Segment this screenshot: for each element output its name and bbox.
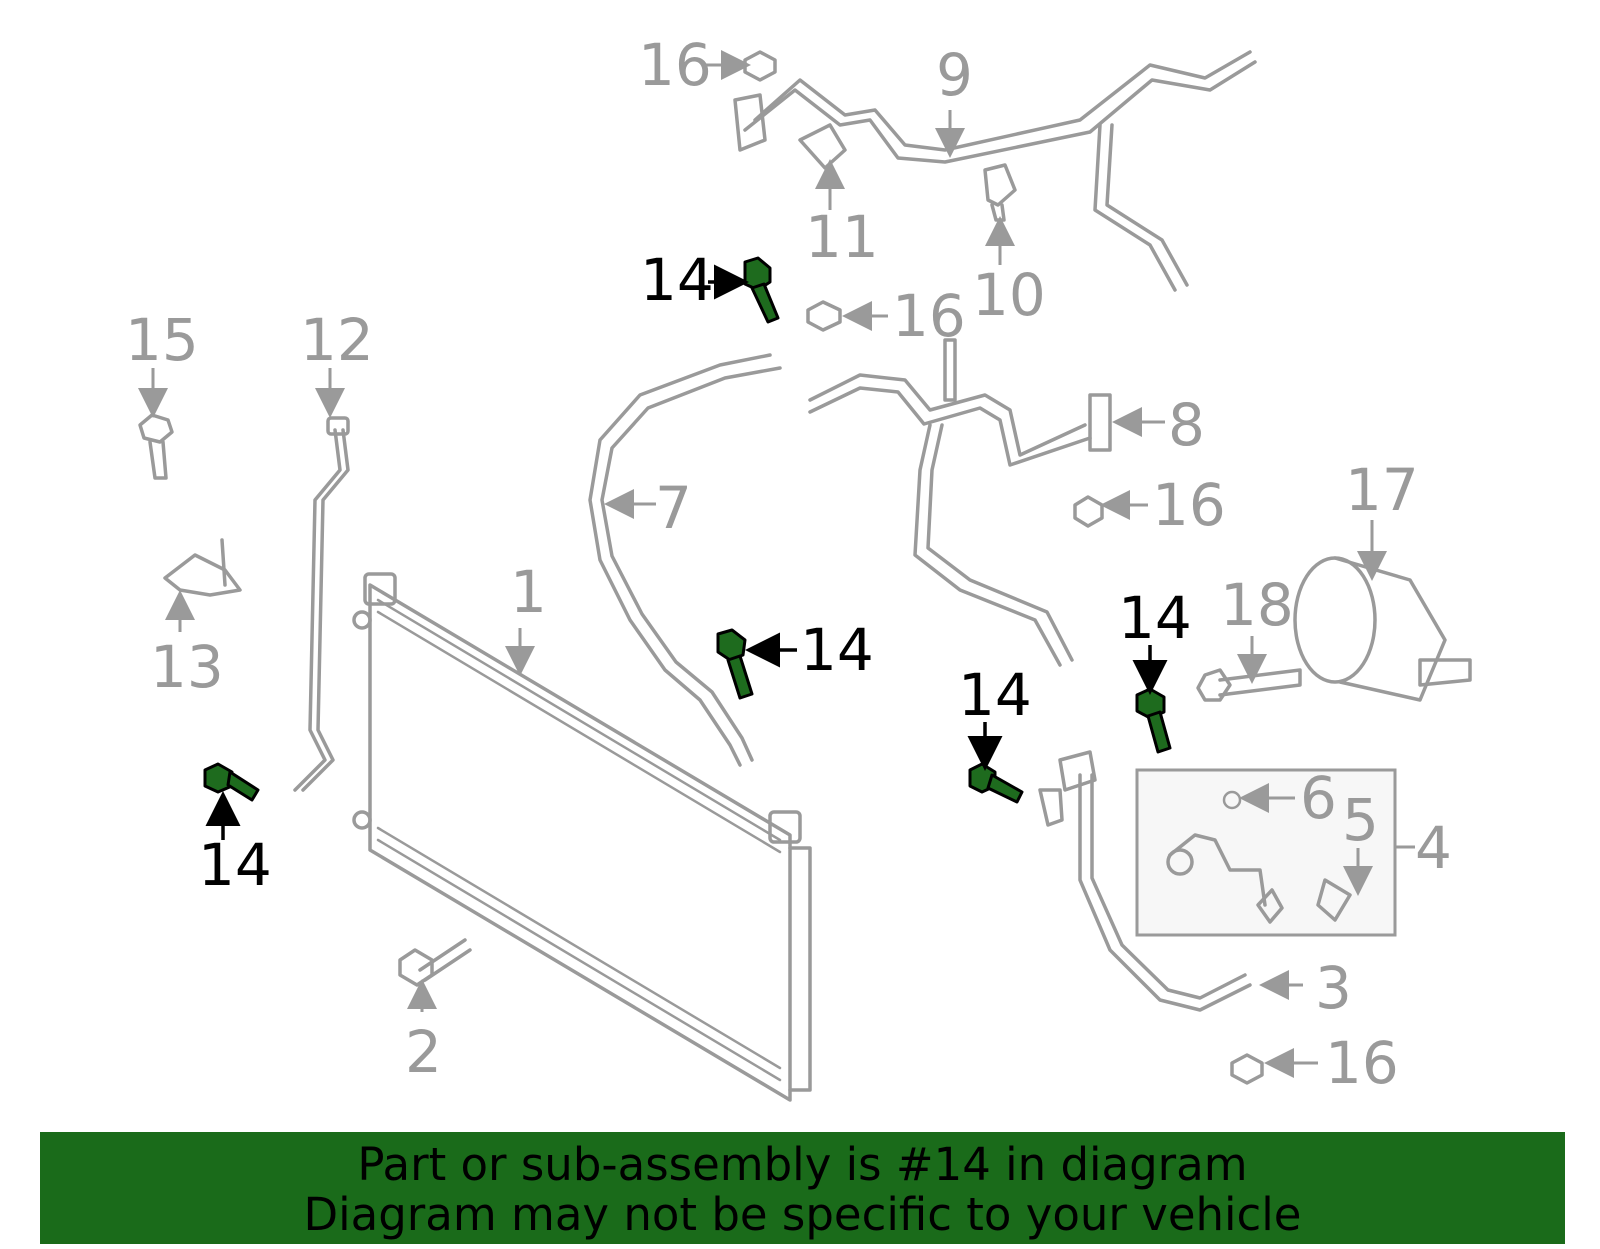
bolt-part-14-e	[1135, 687, 1172, 754]
pipe-part-8	[808, 338, 1112, 667]
label-17: 17	[1345, 456, 1419, 524]
nut-part-16-c	[1073, 495, 1104, 528]
bolt-part-14-a	[743, 256, 780, 324]
bolt-part-18	[1196, 668, 1302, 702]
label-8: 8	[1168, 391, 1205, 459]
label-11: 11	[805, 203, 879, 271]
nut-part-16-b	[806, 300, 842, 332]
bolt-part-2	[398, 938, 472, 987]
bolt-part-14-b	[716, 628, 754, 700]
nut-part-16-d	[1230, 1053, 1264, 1085]
sensor-part-10	[983, 163, 1017, 222]
bolt-part-14-c	[203, 762, 260, 802]
pipe-part-12	[293, 416, 350, 792]
label-13: 13	[150, 633, 224, 701]
label-6: 6	[1300, 764, 1337, 832]
label-3: 3	[1315, 954, 1352, 1022]
label-16-c: 16	[1152, 471, 1226, 539]
label-1: 1	[510, 558, 547, 626]
label-14-e: 14	[1118, 584, 1192, 652]
label-5: 5	[1342, 786, 1379, 854]
footer-line-2: Diagram may not be specific to your vehi…	[303, 1188, 1302, 1241]
footer-line-1: Part or sub-assembly is #14 in diagram	[357, 1138, 1248, 1191]
label-16-d: 16	[1325, 1029, 1399, 1097]
label-14-a: 14	[640, 246, 714, 314]
label-7: 7	[655, 474, 692, 542]
hose-part-7	[588, 353, 782, 767]
label-18: 18	[1220, 571, 1294, 639]
clip-part-11	[798, 123, 847, 170]
label-14-d: 14	[958, 661, 1032, 729]
compressor-part-17	[1293, 556, 1472, 702]
condenser	[352, 572, 812, 1102]
nut-part-16-a	[743, 50, 777, 82]
label-14-c: 14	[198, 831, 272, 899]
label-15: 15	[125, 306, 199, 374]
hose-part-3	[1038, 750, 1252, 1012]
pipe-part-9	[733, 50, 1257, 292]
bracket-part-13	[163, 538, 242, 597]
footer-banner: Part or sub-assembly is #14 in diagram D…	[40, 1132, 1565, 1244]
bolt-part-15	[138, 413, 174, 480]
label-4: 4	[1415, 814, 1452, 882]
label-16-b: 16	[892, 282, 966, 350]
label-10: 10	[972, 261, 1046, 329]
label-16-a: 16	[638, 31, 712, 99]
label-2: 2	[405, 1018, 442, 1086]
label-12: 12	[300, 306, 374, 374]
label-9: 9	[936, 41, 973, 109]
bolt-part-14-d	[968, 762, 1024, 804]
label-14-b: 14	[800, 616, 874, 684]
